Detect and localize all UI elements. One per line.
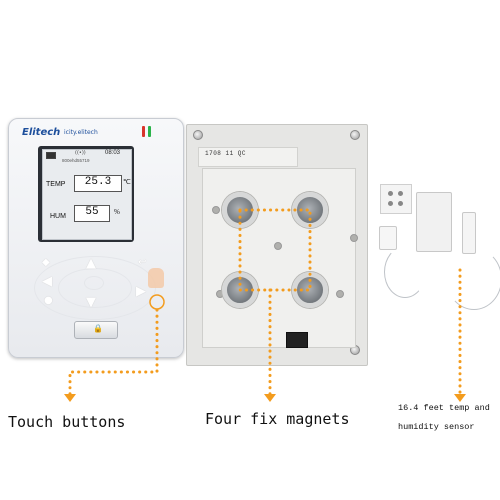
wireless-icon: ((•))	[75, 150, 86, 156]
sensor-cable	[446, 248, 500, 310]
caption-four-magnets: Four fix magnets	[205, 410, 350, 428]
hum-unit: %	[114, 208, 120, 216]
mount-hole	[350, 234, 358, 242]
menu-icon[interactable]: ◆	[42, 257, 50, 268]
screw-icon	[193, 130, 203, 140]
temp-value: 25.3	[74, 175, 122, 192]
adapter-cable	[384, 246, 426, 298]
up-arrow-icon[interactable]: ▲	[86, 256, 96, 271]
mount-hole	[336, 290, 344, 298]
back-icon[interactable]: ↩	[138, 257, 147, 268]
battery-latch	[286, 332, 308, 348]
settings-icon[interactable]: ●	[44, 295, 53, 306]
serial-label: 1708 11 QC	[205, 150, 247, 157]
right-arrow-icon[interactable]: ▶	[136, 284, 146, 299]
touch-pad-inner	[58, 268, 132, 308]
red-led-icon	[142, 126, 145, 137]
brand-logo: Elitech	[22, 127, 61, 138]
hum-value: 55	[74, 205, 110, 222]
down-arrow-icon[interactable]: ▼	[86, 295, 96, 310]
lock-button[interactable]: 🔒	[74, 321, 118, 339]
power-adapter	[379, 226, 397, 250]
mount-hole	[274, 242, 282, 250]
serial-label-strip	[198, 147, 298, 167]
status-leds	[142, 126, 156, 138]
temp-label: TEMP	[46, 181, 66, 188]
touch-center-button[interactable]	[84, 276, 104, 290]
screen-serial: 800ehd55719	[62, 158, 90, 163]
left-arrow-icon[interactable]: ◀	[42, 274, 52, 289]
pointing-finger-icon	[148, 268, 164, 288]
brand-subtitle: icity.elitech	[64, 129, 98, 136]
screen-time: 08:03	[105, 150, 121, 156]
caption-touch-buttons: Touch buttons	[8, 413, 126, 431]
lcd-screen	[42, 149, 132, 240]
touch-pad-outer	[34, 256, 156, 320]
battery-icon	[46, 152, 56, 159]
temp-unit: ℃	[123, 178, 131, 186]
mount-hole	[212, 206, 220, 214]
hum-label: HUM	[50, 213, 66, 220]
mounting-bracket	[380, 184, 412, 214]
green-led-icon	[148, 126, 151, 137]
caption-sensor-line2: humidity sensor	[398, 422, 475, 432]
screw-icon	[350, 130, 360, 140]
caption-sensor-line1: 16.4 feet temp and	[398, 403, 490, 413]
lock-icon: 🔒	[93, 324, 103, 333]
sensor-hub	[416, 192, 452, 252]
